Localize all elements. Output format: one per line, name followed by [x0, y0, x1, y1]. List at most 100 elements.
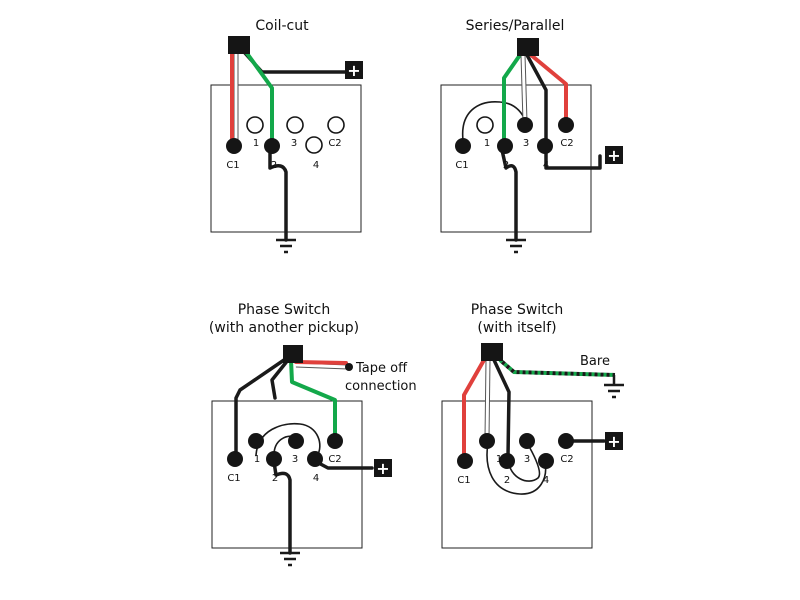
tape-off-end — [345, 363, 353, 371]
lug-3 — [519, 433, 535, 449]
lug-label-4: 4 — [543, 475, 549, 486]
lug-2 — [266, 451, 282, 467]
plus-terminal: + — [345, 61, 363, 80]
lug-label-2: 2 — [272, 473, 278, 484]
lug-label-1: 1 — [484, 138, 490, 149]
lug-c2 — [327, 433, 343, 449]
lug-label-1: 1 — [254, 454, 260, 465]
black-wire-hot — [544, 148, 602, 170]
green-wire — [244, 50, 274, 145]
panel-title: Coil-cut — [255, 18, 309, 34]
lug-label-1: 1 — [253, 138, 259, 149]
lug-1 — [476, 116, 494, 134]
red-wire — [294, 360, 348, 365]
svg-text:+: + — [607, 432, 620, 451]
pickup-lead-cap — [283, 345, 303, 363]
panel-phase-switch-another: Phase Switch (with another pickup) C1 1 … — [209, 302, 417, 567]
lug-label-4: 4 — [543, 160, 549, 171]
panel-title-line2: (with itself) — [477, 320, 556, 336]
jumper-wire-b — [507, 442, 541, 482]
plus-icon — [345, 61, 363, 79]
lug-c2 — [558, 433, 574, 449]
lug-label-2: 2 — [504, 475, 510, 486]
green-wire — [502, 53, 522, 145]
red-wire — [529, 53, 568, 124]
panel-title-line1: Phase Switch — [471, 302, 564, 318]
red-wire — [462, 358, 486, 460]
lug-2 — [497, 138, 513, 154]
lug-label-c2: C2 — [328, 138, 341, 149]
lug-label-c1: C1 — [227, 473, 240, 484]
lug-label-1: 1 — [496, 454, 502, 465]
lug-label-c1: C1 — [226, 160, 239, 171]
black-wire-ground — [272, 460, 292, 555]
plus-icon — [605, 146, 623, 164]
panel-title-line2: (with another pickup) — [209, 320, 359, 336]
lug-label-4: 4 — [313, 160, 319, 171]
panel-series-parallel: Series/Parallel C1 1 2 3 4 C2 + — [440, 18, 623, 254]
lug-label-3: 3 — [292, 454, 298, 465]
lug-label-c1: C1 — [457, 475, 470, 486]
lug-1 — [479, 433, 495, 449]
lug-c1 — [455, 138, 471, 154]
lug-c1 — [457, 453, 473, 469]
lug-label-c2: C2 — [328, 454, 341, 465]
lug-label-c2: C2 — [560, 454, 573, 465]
bare-wire — [498, 358, 616, 377]
white-wire — [485, 359, 490, 439]
svg-text:+: + — [347, 61, 360, 80]
ground-icon — [506, 238, 526, 254]
lug-label-3: 3 — [291, 138, 297, 149]
jumper-wire-outer — [255, 422, 321, 457]
white-wire — [521, 54, 527, 123]
pickup-lead-cap — [481, 343, 503, 361]
black-wire-ground — [268, 148, 288, 242]
green-wire — [289, 358, 337, 440]
lug-4 — [538, 453, 554, 469]
panel-coil-cut: Coil-cut C1 1 2 3 4 C2 + — [210, 18, 363, 254]
lug-4 — [305, 136, 323, 154]
svg-text:+: + — [376, 459, 389, 478]
lug-3 — [288, 433, 304, 449]
black-wire-ground — [500, 148, 518, 242]
jumper-wire-a — [486, 442, 547, 495]
plus-icon — [605, 432, 623, 450]
pickup-lead-cap — [517, 38, 539, 56]
svg-text:+: + — [607, 146, 620, 165]
tape-off-note-line2: connection — [345, 379, 417, 394]
black-wire-short — [270, 358, 290, 400]
switch-body — [211, 400, 363, 549]
panel-phase-switch-itself: Phase Switch (with itself) C1 1 2 3 4 C2… — [441, 302, 624, 549]
lug-3 — [286, 116, 304, 134]
plus-terminal: + — [605, 146, 623, 165]
pickup-lead-cap — [228, 36, 250, 54]
lug-label-3: 3 — [523, 138, 529, 149]
lug-2 — [264, 138, 280, 154]
lug-c1 — [226, 138, 242, 154]
lug-1 — [246, 116, 264, 134]
lug-c1 — [227, 451, 243, 467]
lug-label-c2: C2 — [560, 138, 573, 149]
white-wire — [295, 363, 349, 369]
lug-label-4: 4 — [313, 473, 319, 484]
lug-label-2: 2 — [503, 160, 509, 171]
lug-3 — [517, 117, 533, 133]
plus-terminal: + — [374, 459, 392, 478]
lug-label-c1: C1 — [455, 160, 468, 171]
black-wire-left — [234, 358, 286, 458]
panel-title: Series/Parallel — [466, 18, 565, 34]
plus-icon — [374, 459, 392, 477]
ground-icon — [276, 238, 296, 254]
lug-2 — [499, 453, 515, 469]
ground-icon — [280, 551, 300, 567]
jumper-wire — [461, 101, 527, 141]
lug-4 — [307, 451, 323, 467]
lug-4 — [537, 138, 553, 154]
lug-1 — [248, 433, 264, 449]
lug-c2 — [327, 116, 345, 134]
lug-label-3: 3 — [524, 454, 530, 465]
black-wire — [492, 358, 511, 458]
panel-title-line1: Phase Switch — [238, 302, 331, 318]
black-wire — [525, 53, 548, 145]
